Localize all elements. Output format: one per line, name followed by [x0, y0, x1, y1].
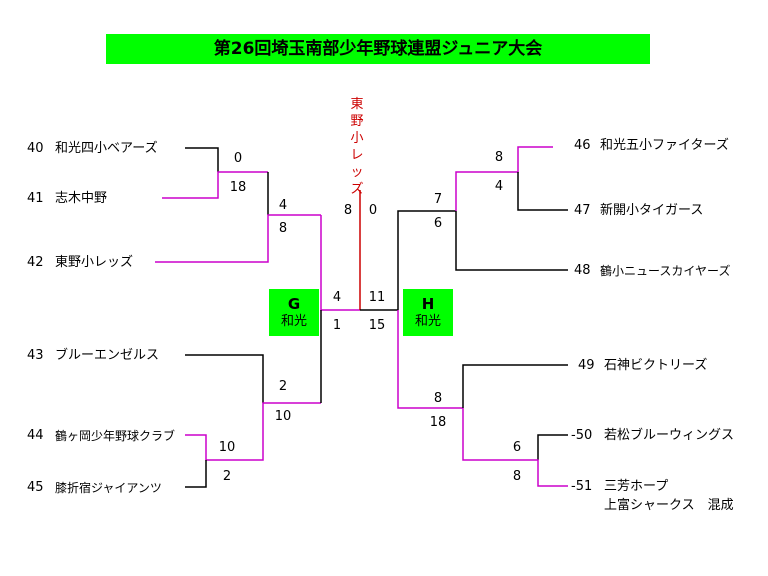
group-h-label: H 和光: [403, 289, 453, 336]
line-h-lower: [397, 310, 463, 409]
score-44: 10: [218, 440, 236, 455]
team-48-name: 鶴小ニュースカイヤーズ: [600, 264, 731, 278]
team-50-name: 若松ブルーウィングス: [604, 428, 735, 443]
team-44-name: 鶴ヶ岡少年野球クラブ: [55, 429, 176, 443]
team-51-name-2: 上富シャークス 混成: [604, 498, 734, 513]
team-42-number: 42: [27, 255, 44, 270]
score-51: 8: [512, 469, 522, 484]
team-47-number: 47: [574, 203, 591, 218]
team-43-number: 43: [27, 348, 44, 363]
line-48: [455, 211, 568, 271]
score-41: 18: [229, 180, 247, 195]
tournament-title: 第26回埼玉南部少年野球連盟ジュニア大会: [106, 34, 650, 64]
line-50: [537, 434, 568, 460]
line-41: [162, 171, 268, 199]
score-40: 0: [233, 151, 243, 166]
score-42: 8: [278, 221, 288, 236]
score-h-upper: 11: [368, 290, 386, 305]
line-h-upper: [397, 210, 456, 310]
score-g-upper: 4: [332, 290, 342, 305]
line-45: [185, 460, 207, 488]
score-5051-winner: 18: [429, 415, 447, 430]
team-47-name: 新開小タイガース: [600, 203, 704, 218]
team-43-name: ブルーエンゼルス: [55, 348, 160, 363]
score-45: 2: [222, 469, 232, 484]
team-44-number: 44: [27, 428, 44, 443]
group-h-letter: H: [421, 295, 435, 313]
line-44: [185, 402, 321, 461]
line-47: [517, 172, 568, 211]
line-51: [462, 408, 568, 487]
group-g-label: G 和光: [269, 289, 319, 336]
team-49-number: 49: [578, 358, 595, 373]
team-45-name: 膝折宿ジャイアンツ: [55, 481, 162, 495]
group-g-letter: G: [287, 295, 301, 313]
score-49: 8: [433, 391, 443, 406]
team-46-name: 和光五小ファイターズ: [600, 138, 729, 153]
team-51-name: 三芳ホープ: [604, 479, 669, 494]
score-final-right: 0: [368, 203, 378, 218]
team-45-number: 45: [27, 480, 44, 495]
team-40-name: 和光四小ベアーズ: [55, 141, 158, 156]
team-46-number: 46: [574, 138, 591, 153]
team-41-name: 志木中野: [55, 191, 108, 206]
line-49: [462, 364, 568, 408]
score-43: 2: [278, 379, 288, 394]
line-43: [185, 354, 264, 403]
score-final-left: 8: [343, 203, 353, 218]
score-47: 4: [494, 179, 504, 194]
score-48: 6: [433, 216, 443, 231]
team-40-number: 40: [27, 141, 44, 156]
line-40: [185, 147, 219, 172]
score-g-lower: 1: [332, 318, 342, 333]
score-4445-winner: 10: [274, 409, 292, 424]
score-4041-winner: 4: [278, 198, 288, 213]
team-49-name: 石神ビクトリーズ: [604, 358, 708, 373]
score-4647-winner: 7: [433, 192, 443, 207]
score-h-lower: 15: [368, 318, 386, 333]
team-41-number: 41: [27, 191, 44, 206]
group-h-name: 和光: [414, 314, 441, 329]
champion-label: 東野小レッズ: [350, 97, 364, 197]
team-48-number: 48: [574, 263, 591, 278]
line-42: [155, 214, 321, 263]
score-50: 6: [512, 440, 522, 455]
team-51-number: -51: [571, 479, 593, 494]
score-46: 8: [494, 150, 504, 165]
group-g-name: 和光: [280, 314, 307, 329]
team-50-number: -50: [571, 428, 593, 443]
team-42-name: 東野小レッズ: [55, 255, 134, 270]
